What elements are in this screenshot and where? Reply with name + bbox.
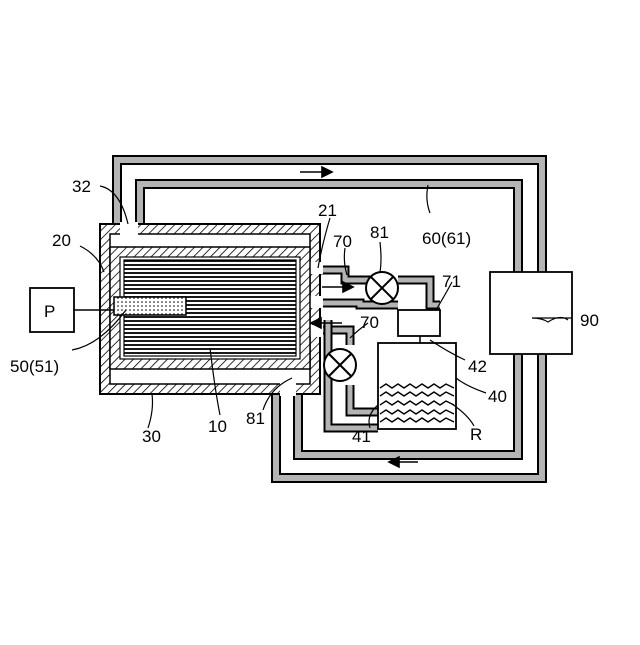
label-20: 20	[52, 231, 71, 250]
component-71	[398, 310, 440, 336]
label-21: 21	[318, 201, 337, 220]
valve-81-upper	[366, 272, 398, 304]
label-40: 40	[488, 387, 507, 406]
label-60-61: 60(61)	[422, 229, 471, 248]
label-70-lower: 70	[360, 313, 379, 332]
label-90: 90	[580, 311, 599, 330]
label-p: P	[44, 302, 55, 321]
label-30: 30	[142, 427, 161, 446]
label-81-upper: 81	[370, 223, 389, 242]
box-90	[490, 272, 572, 354]
label-71: 71	[442, 272, 461, 291]
label-41: 41	[352, 427, 371, 446]
valve-81-lower	[324, 349, 356, 381]
label-32: 32	[72, 177, 91, 196]
label-50-51: 50(51)	[10, 357, 59, 376]
label-81-lower: 81	[246, 409, 265, 428]
label-42: 42	[468, 357, 487, 376]
label-10: 10	[208, 417, 227, 436]
tank-40	[378, 343, 456, 429]
label-r: R	[470, 425, 482, 444]
label-70-upper: 70	[333, 232, 352, 251]
